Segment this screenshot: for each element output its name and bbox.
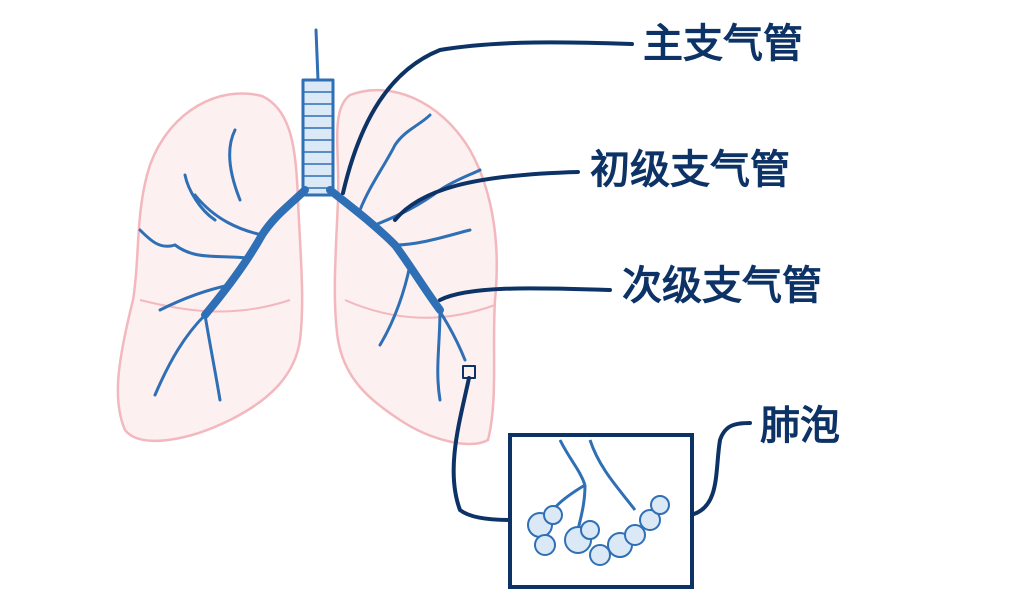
leader-lines bbox=[341, 40, 752, 522]
label-main-bronchus: 主支气管 bbox=[643, 21, 803, 67]
leader-main-bronchus bbox=[341, 40, 634, 195]
leader-secondary-bronchus bbox=[438, 286, 612, 302]
right-lung bbox=[116, 92, 304, 443]
trachea bbox=[301, 78, 335, 197]
label-primary-bronchus: 初级支气管 bbox=[590, 147, 790, 193]
leader-alveoli-label bbox=[692, 421, 752, 516]
leader-alveoli-box bbox=[451, 376, 512, 522]
label-alveoli: 肺泡 bbox=[760, 403, 840, 449]
trachea-rings bbox=[302, 91, 334, 189]
label-secondary-bronchus: 次级支气管 bbox=[622, 263, 822, 309]
leader-primary-bronchus bbox=[393, 170, 580, 222]
trachea-top bbox=[314, 28, 320, 82]
alveolar-sacs bbox=[527, 495, 670, 566]
alveoli-inset bbox=[508, 433, 694, 589]
right-airway-branch bbox=[138, 128, 264, 402]
left-airway-branch bbox=[358, 113, 482, 402]
bronchiole bbox=[543, 439, 637, 531]
lung-lobe-line bbox=[344, 299, 496, 319]
airway-tree bbox=[138, 28, 482, 402]
